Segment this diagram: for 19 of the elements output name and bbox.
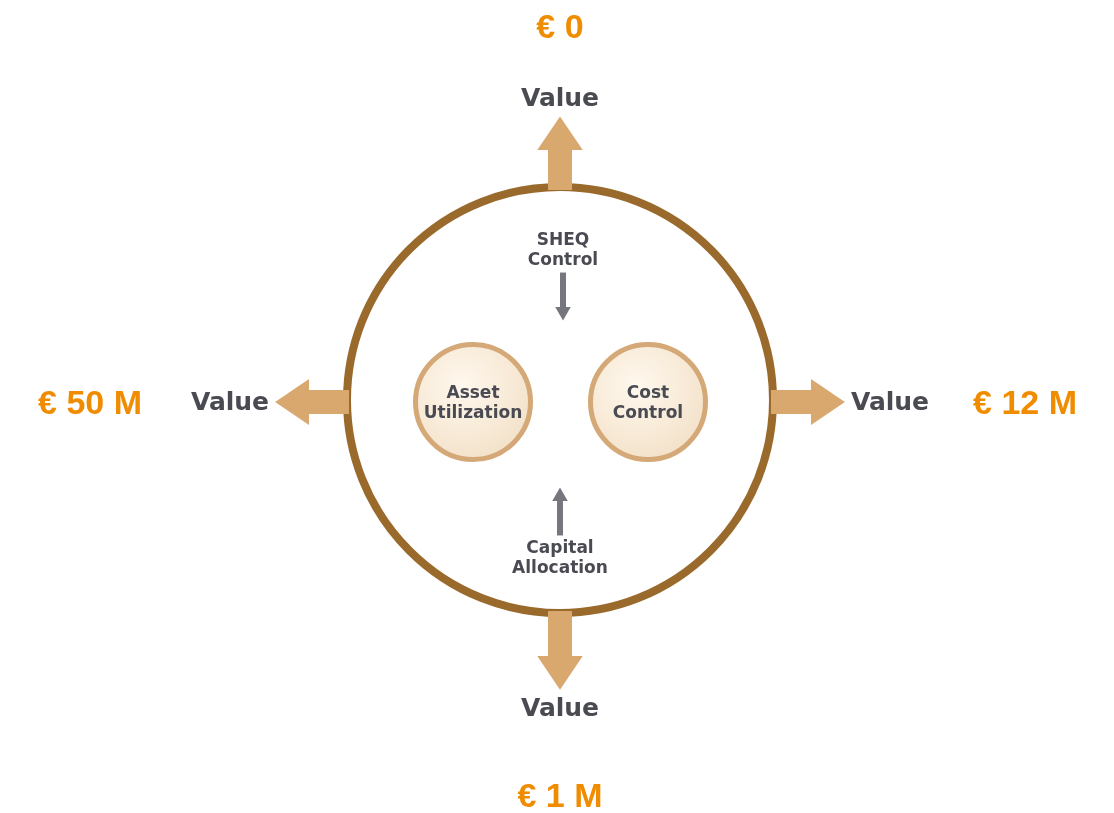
inner-label: SHEQ Control <box>508 230 618 270</box>
arrow <box>771 379 845 425</box>
circle-node: Asset Utilization <box>413 342 533 462</box>
value-label: Value <box>520 693 600 723</box>
arrow <box>537 116 583 190</box>
amount-label: € 12 M <box>973 382 1077 422</box>
arrow <box>275 379 349 425</box>
value-label: Value <box>520 83 600 113</box>
arrow <box>555 272 571 321</box>
value-label: Value <box>190 387 270 417</box>
amount-label: € 1 M <box>517 775 603 813</box>
inner-label: Capital Allocation <box>505 538 615 578</box>
value-label: Value <box>850 387 930 417</box>
amount-label: € 0 <box>536 6 584 46</box>
arrow <box>537 611 583 690</box>
amount-label: € 50 M <box>38 382 142 422</box>
arrow <box>552 487 568 536</box>
ring <box>343 183 777 617</box>
circle-node: Cost Control <box>588 342 708 462</box>
